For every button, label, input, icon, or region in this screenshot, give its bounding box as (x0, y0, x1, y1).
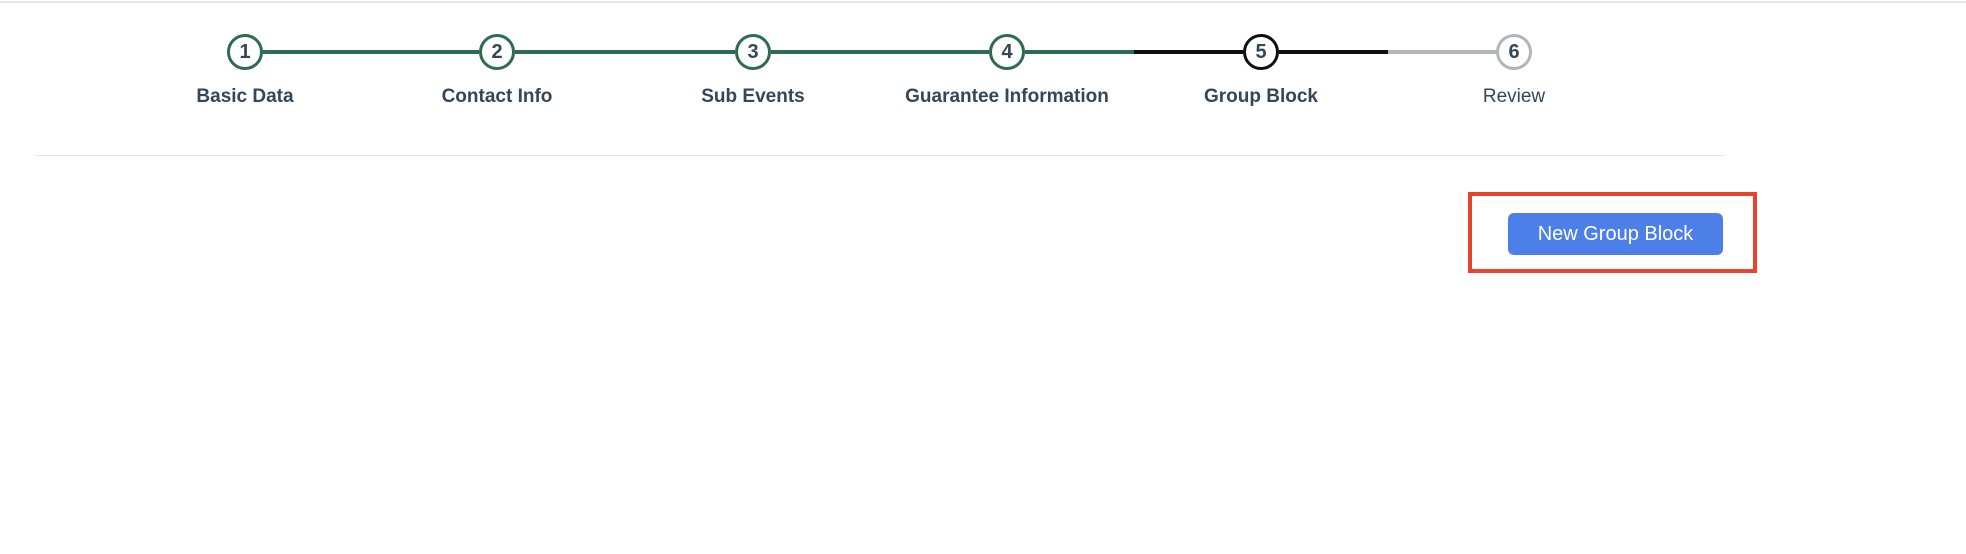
step-number-badge: 5 (1243, 34, 1279, 70)
connector-segment (771, 50, 989, 54)
connector-segment (263, 50, 479, 54)
step-number-badge: 2 (479, 34, 515, 70)
top-divider (0, 1, 1966, 3)
step-label: Sub Events (701, 86, 805, 107)
connector-segment (1025, 50, 1134, 54)
step-number-badge: 1 (227, 34, 263, 70)
step-label: Basic Data (196, 86, 294, 107)
step-label: Contact Info (441, 86, 553, 107)
step-label: Group Block (1203, 86, 1319, 107)
connector-segment (1388, 50, 1496, 54)
step-label: Guarantee Information (905, 86, 1109, 107)
step-number-badge: 4 (989, 34, 1025, 70)
step-number-badge: 6 (1496, 34, 1532, 70)
step-label: Review (1482, 86, 1546, 107)
connector-segment (515, 50, 735, 54)
new-group-block-button[interactable]: New Group Block (1508, 213, 1723, 255)
connector-segment (1279, 50, 1388, 54)
step-number-badge: 3 (735, 34, 771, 70)
section-divider (37, 155, 1723, 156)
connector-segment (1134, 50, 1243, 54)
wizard-stepper: 1 Basic Data 2 Contact Info 3 Sub Events… (0, 0, 1966, 130)
